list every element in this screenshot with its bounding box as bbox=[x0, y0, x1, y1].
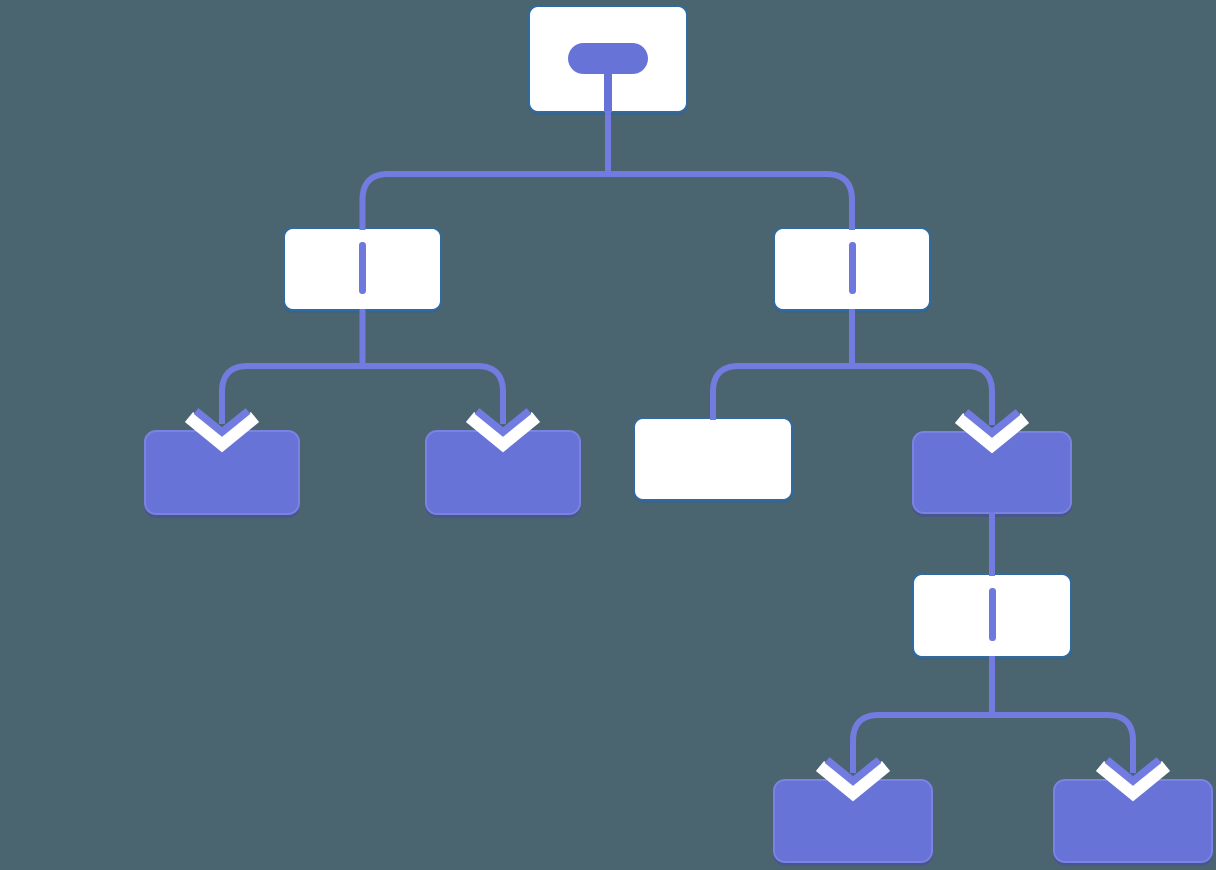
vertical-bar-glyph bbox=[848, 242, 856, 294]
tree-node-leaf-f[interactable] bbox=[773, 779, 933, 863]
connector-branch bbox=[710, 363, 852, 420]
connector-branch bbox=[359, 171, 608, 230]
pill-stem-glyph bbox=[604, 71, 612, 112]
tree-node-leaf-a[interactable] bbox=[144, 430, 300, 515]
connector-branch bbox=[219, 363, 363, 424]
tree-node-root[interactable] bbox=[528, 5, 688, 113]
tree-node-task-c[interactable] bbox=[633, 417, 793, 501]
vertical-bar-glyph bbox=[988, 588, 996, 641]
connector-branch bbox=[608, 171, 855, 230]
tree-node-branch-bottom[interactable] bbox=[912, 573, 1072, 658]
tree-node-leaf-b[interactable] bbox=[425, 430, 581, 515]
tree-node-leaf-d[interactable] bbox=[912, 431, 1072, 514]
connector-branch bbox=[852, 363, 995, 425]
pill-glyph bbox=[568, 43, 648, 74]
tree-node-branch-right[interactable] bbox=[773, 227, 931, 311]
connector-branch bbox=[992, 712, 1136, 773]
tree-node-leaf-g[interactable] bbox=[1053, 779, 1213, 863]
vertical-bar-glyph bbox=[359, 242, 366, 294]
connector-branch bbox=[850, 712, 992, 773]
connector-branch bbox=[362, 363, 506, 424]
tree-node-branch-left[interactable] bbox=[283, 227, 442, 311]
